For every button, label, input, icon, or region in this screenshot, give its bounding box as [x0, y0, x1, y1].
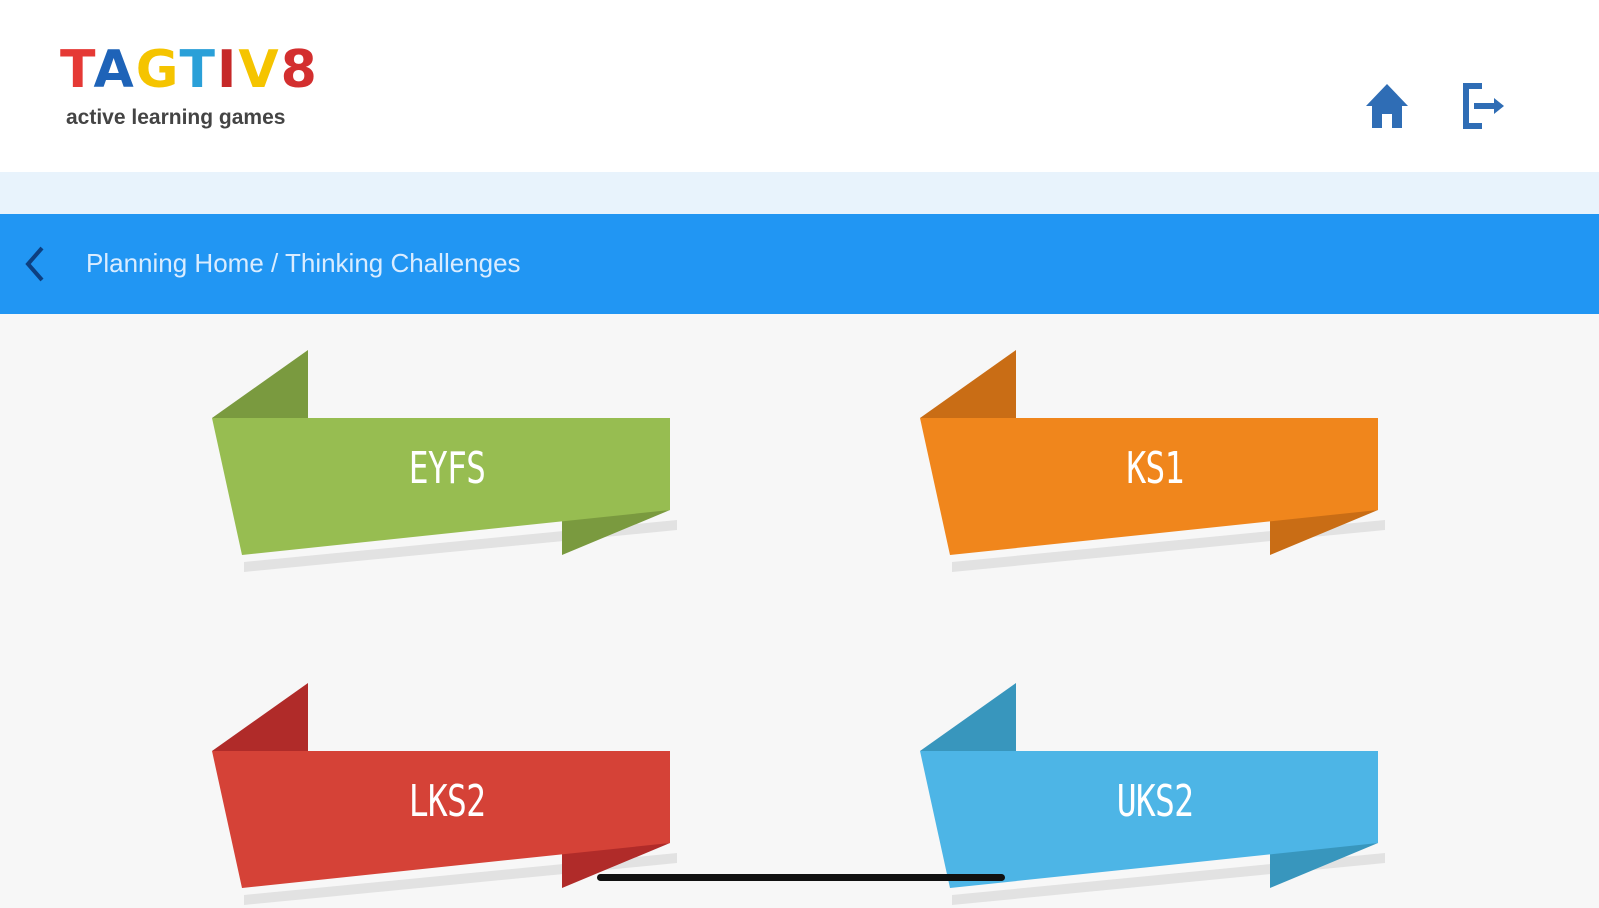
header-divider-band [0, 172, 1599, 214]
ribbon-shape [212, 350, 677, 572]
logo-letter: V [238, 40, 281, 100]
ribbon-shape [920, 350, 1385, 572]
app-header: TAGTIV8 active learning games [0, 0, 1599, 172]
stage-label: KS1 [1126, 443, 1184, 494]
logo-letter: T [179, 40, 217, 100]
stage-label: EYFS [408, 443, 486, 494]
logo-letter: T [60, 40, 94, 100]
breadcrumb-bar: Planning Home / Thinking Challenges [0, 214, 1599, 314]
home-button[interactable] [1362, 80, 1412, 132]
logout-button[interactable] [1460, 80, 1510, 132]
logo-letter: G [135, 40, 180, 100]
stage-label: LKS2 [408, 776, 486, 827]
ribbon-shape [920, 683, 1385, 905]
logo-wordmark: TAGTIV8 [60, 40, 319, 100]
logo-letter: I [216, 40, 239, 100]
home-indicator [597, 874, 1005, 881]
back-button[interactable] [18, 244, 52, 284]
breadcrumb: Planning Home / Thinking Challenges [86, 248, 521, 278]
stage-eyfs-button[interactable]: EYFS [212, 350, 682, 575]
stage-ks1-button[interactable]: KS1 [920, 350, 1390, 575]
logout-icon [1463, 83, 1504, 129]
stage-uks2-button[interactable]: UKS2 [920, 683, 1390, 908]
stage-lks2-button[interactable]: LKS2 [212, 683, 682, 908]
logo-letter: A [93, 40, 136, 100]
home-icon [1366, 84, 1408, 128]
tagtiv8-logo: TAGTIV8 active learning games [60, 40, 319, 130]
logo-letter: 8 [280, 40, 319, 100]
stage-label: UKS2 [1116, 776, 1194, 827]
ribbon-shape [212, 683, 677, 905]
chevron-left-icon [25, 246, 44, 282]
logo-tagline: active learning games [66, 106, 286, 129]
